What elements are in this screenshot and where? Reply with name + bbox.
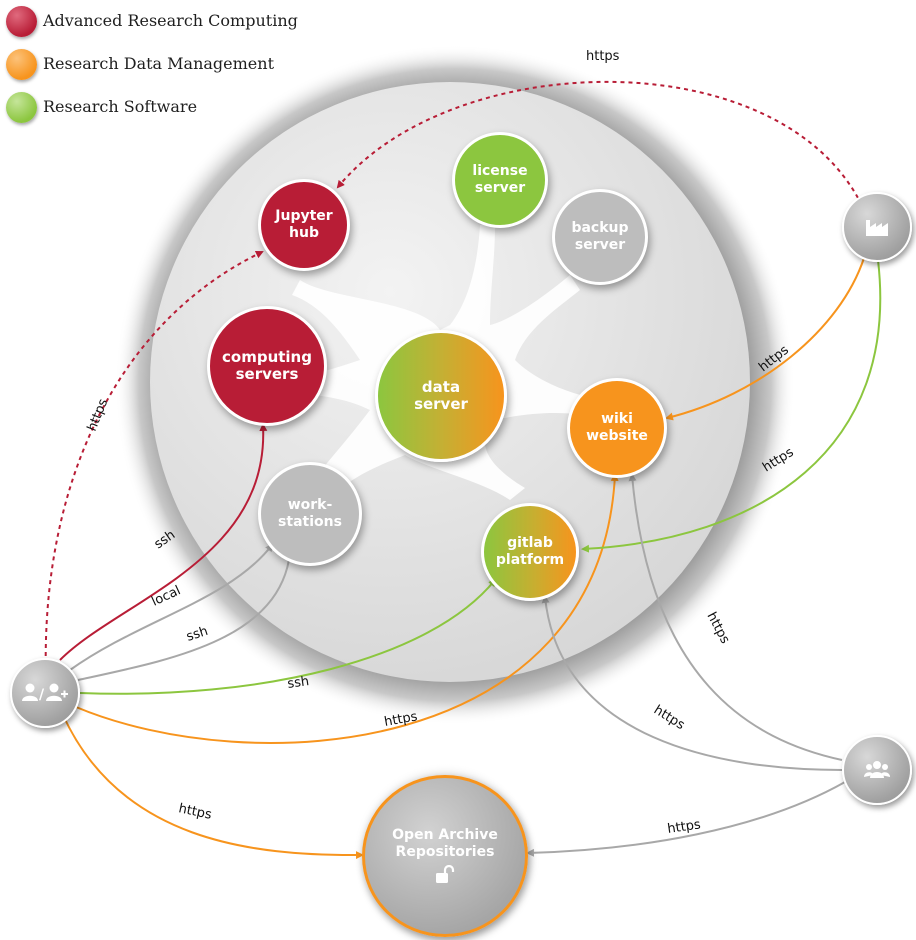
edge-label-ssh-gitlab: ssh [286, 674, 310, 692]
node-backup-server-line1: backup [571, 220, 629, 236]
node-computing-servers-line1: computing [222, 348, 312, 366]
node-license-server-line1: license [472, 163, 528, 179]
user-add-icon: / [22, 683, 68, 703]
node-backup-server[interactable]: backup server [552, 189, 648, 285]
node-data-server-line1: data [421, 378, 461, 396]
edge-group-gitlab [541, 595, 843, 771]
node-workstations-line1: work- [287, 497, 333, 513]
open-lock-icon [436, 865, 455, 883]
node-computing-servers-line2: servers [235, 365, 299, 383]
edge-label-https-gitlab-group: https [651, 703, 688, 734]
legend-swatch-rs [6, 92, 37, 123]
node-wiki-website[interactable]: wiki website [567, 378, 667, 478]
edge-group-archive [526, 781, 846, 857]
node-workstations[interactable]: work- stations [258, 462, 362, 566]
node-license-server-line2: server [474, 180, 526, 196]
node-data-server[interactable]: data server [375, 330, 507, 462]
edge-user-archive [62, 714, 364, 860]
edge-user-computing [59, 423, 268, 661]
legend-swatch-arc [6, 6, 37, 37]
legend-label-rdm: Research Data Management [43, 54, 275, 73]
node-computing-servers[interactable]: computing servers [207, 306, 327, 426]
node-gitlab-platform-line2: platform [495, 552, 565, 568]
node-gitlab-platform[interactable]: gitlab platform [481, 503, 579, 601]
edge-user-workstations-ssh [77, 551, 294, 681]
node-license-server[interactable]: license server [452, 132, 548, 228]
node-backup-server-line2: server [574, 237, 626, 253]
edge-user-gitlab [79, 578, 497, 695]
edge-label-https-top: https [586, 49, 620, 64]
node-wiki-website-line1: wiki [601, 411, 633, 427]
factory-icon [866, 220, 888, 236]
edge-group-wiki [628, 473, 843, 761]
actor-industry[interactable] [842, 192, 912, 262]
edge-industry-gitlab [581, 259, 882, 553]
edge-label-local: local [149, 583, 183, 609]
edge-label-https-archive-group: https [666, 817, 701, 837]
node-gitlab-platform-line1: gitlab [507, 535, 553, 551]
node-open-archive[interactable]: Open Archive Repositories [362, 775, 528, 937]
edge-user-jupyter [44, 250, 264, 681]
node-workstations-line2: stations [278, 514, 342, 530]
node-jupyter-hub-line1: Jupyter [275, 208, 333, 224]
legend-label-rs: Research Software [43, 97, 198, 116]
edge-industry-jupyter [336, 81, 859, 199]
edge-industry-wiki [665, 257, 865, 421]
legend-swatch-rdm [6, 49, 37, 80]
actor-user[interactable]: / [10, 658, 80, 728]
edge-user-workstations-local [69, 543, 274, 671]
edge-label-https-left: https [85, 397, 112, 434]
legend-label-arc: Advanced Research Computing [43, 11, 298, 30]
edge-label-https-wiki-user: https [383, 709, 419, 730]
node-data-server-line2: server [414, 395, 468, 413]
actor-public[interactable] [842, 735, 912, 805]
group-icon [864, 761, 890, 778]
node-open-archive-line2: Repositories [395, 844, 495, 860]
edge-label-https-archive-user: https [177, 801, 213, 823]
node-wiki-website-line2: website [586, 428, 648, 444]
edge-label-ssh-workstations: ssh [185, 624, 210, 645]
node-jupyter-hub-line2: hub [289, 225, 319, 241]
svg-text:/: / [39, 687, 45, 703]
node-jupyter-hub[interactable]: Jupyter hub [258, 179, 350, 271]
edge-user-wiki [75, 473, 619, 744]
node-open-archive-line1: Open Archive [392, 827, 498, 843]
edge-label-https-wiki-group: https [703, 610, 732, 647]
